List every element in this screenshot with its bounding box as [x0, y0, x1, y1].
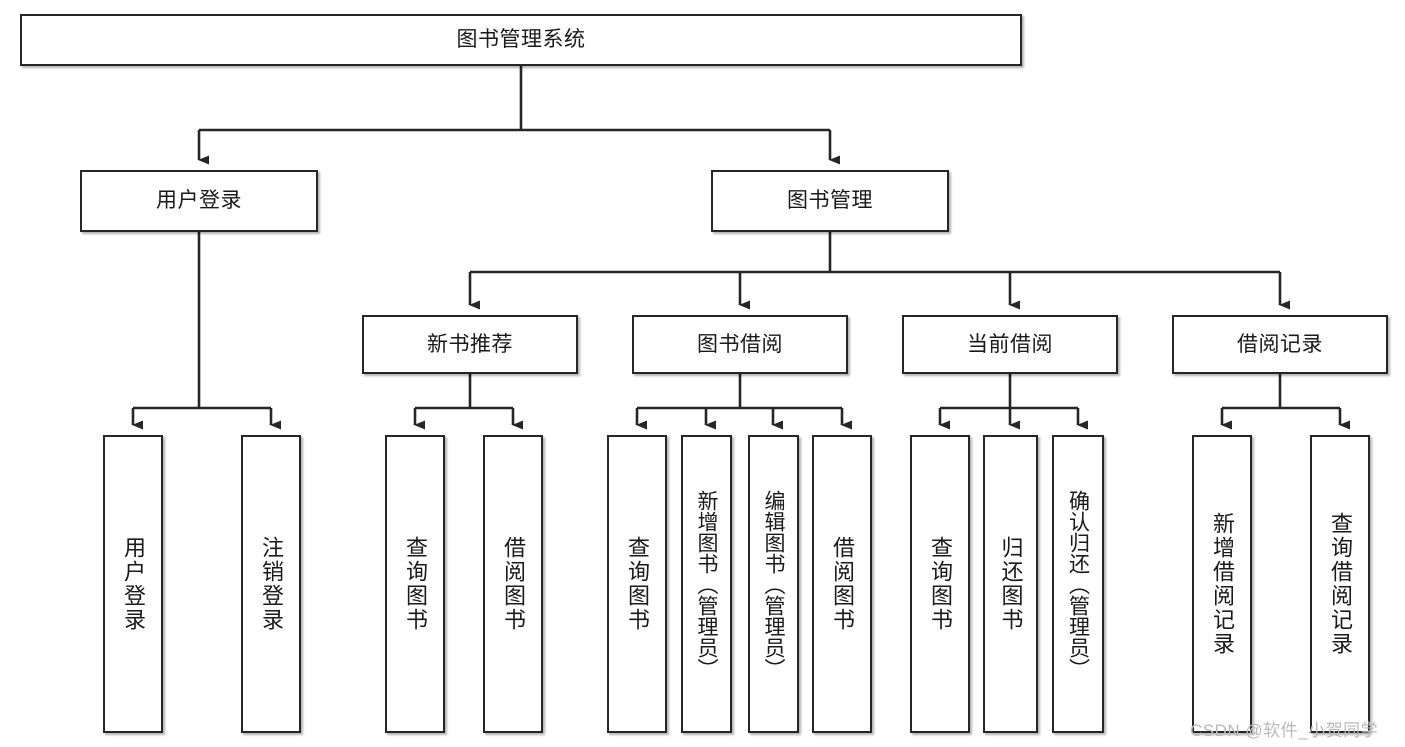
node-root-label: 图书管理系统 — [456, 28, 586, 52]
node-new-book-recommend-label: 新书推荐 — [427, 332, 513, 356]
node-leaf-return-book-label: 归还图书 — [998, 536, 1024, 632]
node-leaf-edit-book-admin-label: 编辑图书（管理员） — [762, 489, 785, 679]
node-book-management[interactable]: 图书管理 — [711, 170, 949, 232]
node-leaf-query-book-borrow[interactable]: 查询图书 — [607, 435, 667, 733]
node-leaf-query-book-borrow-label: 查询图书 — [625, 536, 650, 632]
node-leaf-borrow-book-borrow-label: 借阅图书 — [830, 536, 855, 632]
node-book-borrow[interactable]: 图书借阅 — [632, 315, 848, 374]
node-leaf-add-borrow-record-label: 新增借阅记录 — [1210, 512, 1235, 656]
node-leaf-borrow-book-borrow[interactable]: 借阅图书 — [812, 435, 872, 733]
node-leaf-user-login[interactable]: 用户登录 — [103, 435, 163, 733]
watermark-text: CSDN @软件_小贺同学 — [1190, 721, 1379, 740]
node-leaf-add-book-admin[interactable]: 新增图书（管理员） — [681, 435, 732, 733]
node-leaf-user-logout-label: 注销登录 — [259, 536, 284, 632]
node-leaf-query-book-current[interactable]: 查询图书 — [910, 435, 970, 733]
node-leaf-confirm-return-admin-label: 确认归还（管理员） — [1066, 489, 1090, 679]
node-current-borrow-label: 当前借阅 — [967, 332, 1053, 356]
node-user-login[interactable]: 用户登录 — [80, 170, 318, 232]
node-leaf-query-borrow-record-label: 查询借阅记录 — [1328, 512, 1353, 656]
node-book-borrow-label: 图书借阅 — [697, 332, 783, 356]
node-leaf-query-book-current-label: 查询图书 — [928, 536, 953, 632]
node-leaf-query-book-recommend-label: 查询图书 — [403, 536, 428, 632]
node-leaf-add-book-admin-label: 新增图书（管理员） — [695, 489, 718, 679]
node-leaf-edit-book-admin[interactable]: 编辑图书（管理员） — [748, 435, 799, 733]
node-leaf-return-book[interactable]: 归还图书 — [983, 435, 1038, 733]
node-leaf-query-borrow-record[interactable]: 查询借阅记录 — [1310, 435, 1370, 733]
node-user-login-label: 用户登录 — [156, 189, 242, 213]
node-new-book-recommend[interactable]: 新书推荐 — [362, 315, 578, 374]
node-leaf-query-book-recommend[interactable]: 查询图书 — [385, 435, 445, 733]
node-book-management-label: 图书管理 — [787, 189, 873, 213]
node-leaf-user-logout[interactable]: 注销登录 — [241, 435, 301, 733]
node-leaf-user-login-label: 用户登录 — [121, 536, 146, 632]
node-leaf-confirm-return-admin[interactable]: 确认归还（管理员） — [1052, 435, 1104, 733]
node-current-borrow[interactable]: 当前借阅 — [902, 315, 1118, 374]
node-borrow-record[interactable]: 借阅记录 — [1172, 315, 1388, 374]
node-leaf-borrow-book-recommend[interactable]: 借阅图书 — [483, 435, 543, 733]
node-leaf-add-borrow-record[interactable]: 新增借阅记录 — [1192, 435, 1252, 733]
node-root[interactable]: 图书管理系统 — [20, 14, 1022, 66]
node-leaf-borrow-book-recommend-label: 借阅图书 — [501, 536, 526, 632]
node-borrow-record-label: 借阅记录 — [1237, 332, 1323, 356]
